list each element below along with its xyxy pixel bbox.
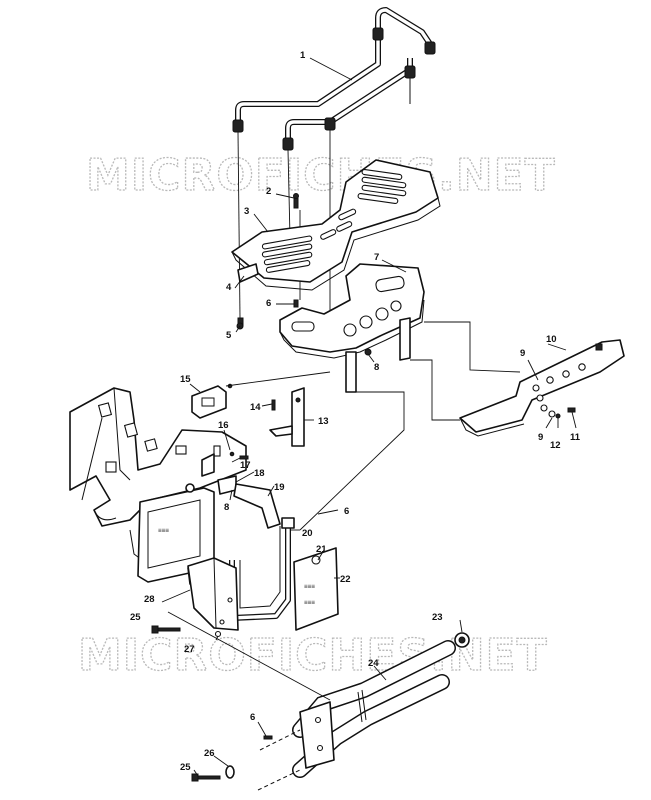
callout-12: 12	[550, 440, 561, 451]
watermark-bottom: MICROFICHES.NET	[78, 630, 548, 681]
callout-4: 4	[226, 282, 232, 293]
callout-28: 28	[144, 594, 155, 605]
callout-6-middle: 6	[344, 506, 349, 517]
callout-9-lower: 9	[538, 432, 543, 443]
callout-20: 20	[302, 528, 313, 539]
callout-18: 18	[254, 468, 265, 479]
callout-25-upper: 25	[130, 612, 141, 623]
callout-6-upper: 6	[266, 298, 271, 309]
flap-decal-1: ≡≡≡	[304, 583, 315, 590]
callout-3: 3	[244, 206, 249, 217]
tail-light	[191, 371, 331, 419]
rack-rail	[232, 7, 436, 151]
callout-16: 16	[218, 420, 229, 431]
callout-9-upper: 9	[520, 348, 525, 359]
front-bumper	[257, 632, 470, 791]
callout-1: 1	[300, 50, 306, 61]
callout-24: 24	[368, 658, 379, 669]
mud-flap: ≡≡≡ ≡≡≡	[293, 547, 339, 631]
bumper-hardware	[151, 625, 273, 782]
callout-10: 10	[546, 334, 557, 345]
callout-8-lower: 8	[224, 502, 229, 513]
rear-bumper	[459, 339, 625, 437]
light-bracket	[269, 387, 305, 447]
callout-11: 11	[570, 432, 581, 443]
callout-27: 27	[184, 644, 195, 655]
floor-plate	[231, 159, 441, 291]
callout-26: 26	[204, 748, 215, 759]
bumper-guide-lines	[299, 321, 521, 531]
front-tube-bracket	[229, 517, 295, 621]
callout-17: 17	[240, 460, 251, 471]
watermark-top: MICROFICHES.NET	[86, 150, 556, 201]
callout-23: 23	[432, 612, 443, 623]
callout-13: 13	[318, 416, 329, 427]
carrier-plate	[279, 263, 425, 393]
leader-lines	[161, 57, 577, 777]
callout-labels: 1 2 3 4 5 6 7 8 9 10 9 11 12 13 14 15 16…	[130, 50, 581, 773]
flap-decal-2: ≡≡≡	[304, 599, 315, 606]
callout-7: 7	[374, 252, 379, 263]
bumper-guide	[167, 611, 331, 701]
screw-6-upper	[293, 299, 299, 308]
callout-6-lower: 6	[250, 712, 255, 723]
callout-19: 19	[274, 482, 285, 493]
callout-21: 21	[316, 544, 327, 555]
callout-2: 2	[266, 186, 271, 197]
radiator-decal: ≡≡≡	[158, 527, 169, 534]
callout-8-upper: 8	[374, 362, 379, 373]
vehicle-frame	[69, 387, 247, 561]
corner-panel	[187, 557, 239, 631]
callout-5: 5	[226, 330, 232, 341]
callout-25-lower: 25	[180, 762, 191, 773]
callout-22: 22	[340, 574, 351, 585]
callout-14: 14	[250, 402, 261, 413]
callout-15: 15	[180, 374, 191, 385]
